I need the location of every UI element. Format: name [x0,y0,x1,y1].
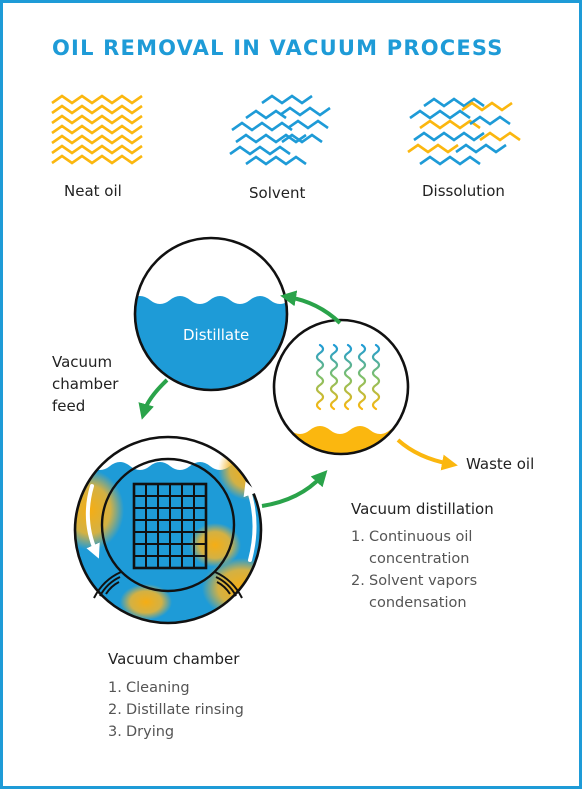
page-title: OIL REMOVAL IN VACUUM PROCESS [52,36,504,60]
vacuum-chamber-heading: Vacuum chamber [108,650,240,668]
list-item: 2.Distillate rinsing [108,702,244,718]
chamber-to-distillation-arrow [261,470,328,508]
feed-label-line: Vacuum [52,353,113,371]
feed-label-line: chamber [52,375,119,393]
vacuum-chamber [73,435,263,625]
feed-label: Vacuum chamber feed [52,351,118,417]
ultrasonic-left-icon [93,571,122,599]
basket-grid [132,482,208,570]
distillate-label: Distillate [183,326,250,344]
distillation-to-distillate-arrow [280,290,342,325]
mixed-zigzag-icon [407,97,521,166]
list-item: 3.Drying [108,724,175,740]
distillate-tank [133,236,289,392]
right-circulation-arrow [243,481,258,562]
left-circulation-arrow [85,484,100,559]
legend-label-neat-oil: Neat oil [64,182,122,200]
legend-label-dissolution: Dissolution [422,182,505,200]
vacuum-chamber-steps: 1.Cleaning 2.Distillate rinsing 3.Drying [108,677,244,743]
legend-label-solvent: Solvent [249,184,306,202]
vapor-coils [315,343,381,411]
waste-oil-arrow [396,438,458,471]
list-item: 1.Cleaning [108,680,190,696]
distillate-to-feed-arrow [138,378,169,420]
oil-zigzag-icon [51,94,143,165]
vacuum-distillation-heading: Vacuum distillation [351,500,494,518]
distillation-vessel [272,318,410,456]
feed-label-line: feed [52,397,86,415]
waste-oil-label: Waste oil [466,455,535,473]
solvent-zigzag-icon [229,94,331,166]
ultrasonic-right-icon [214,571,243,599]
